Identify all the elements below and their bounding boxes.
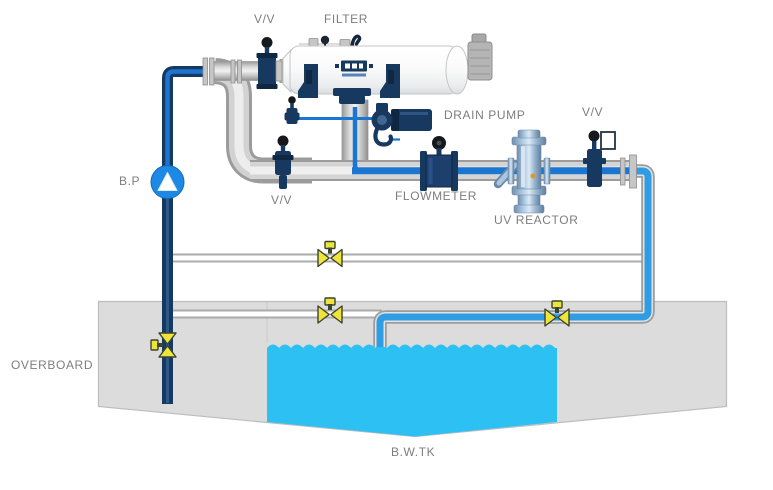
valve-discharge xyxy=(583,130,616,187)
tank-water xyxy=(267,344,557,437)
label-vv-discharge: V/V xyxy=(582,105,604,119)
valve-main-line xyxy=(272,135,294,189)
valve-filter-inlet xyxy=(256,37,278,89)
ballast-pump xyxy=(150,165,185,199)
label-vv-main-line: V/V xyxy=(271,193,293,207)
discharge-downcomer xyxy=(373,164,655,347)
label-filter: FILTER xyxy=(324,12,369,26)
flowmeter-unit xyxy=(420,136,458,191)
valve-drain xyxy=(284,96,300,124)
uv-reactor-unit xyxy=(493,129,551,214)
drain-pump-unit xyxy=(371,103,432,147)
ballast-pump-riser xyxy=(162,66,204,197)
label-ballast-tank: B.W.TK xyxy=(391,445,436,459)
label-overboard: OVERBOARD xyxy=(11,358,94,372)
label-flowmeter: FLOWMETER xyxy=(395,189,478,203)
label-drain-pump: DRAIN PUMP xyxy=(444,108,526,122)
label-bp-pump: B.P xyxy=(119,174,141,188)
filter-unit xyxy=(275,33,493,104)
discharge-end-flanges xyxy=(620,154,637,189)
label-uv-reactor: UV REACTOR xyxy=(494,213,579,227)
label-vv-filter-inlet: V/V xyxy=(254,12,276,26)
